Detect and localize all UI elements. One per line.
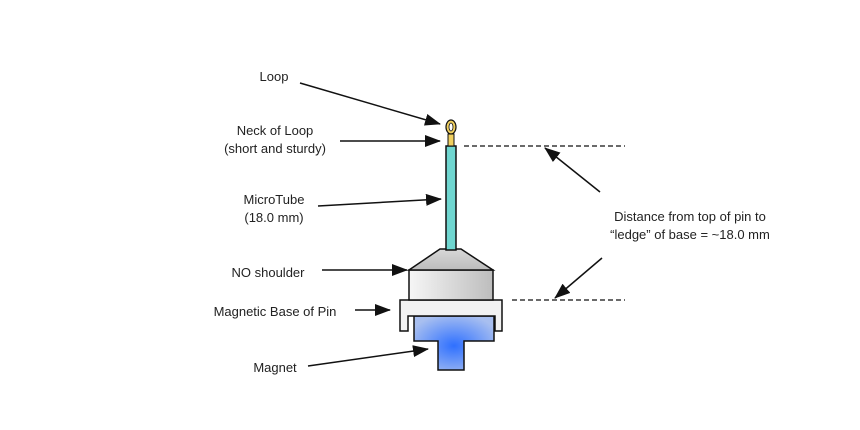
magnet-shape xyxy=(413,315,495,371)
cone-shape xyxy=(406,248,496,271)
distance-ledge-arrow xyxy=(554,257,603,299)
microtube-label-line1: MicroTube xyxy=(244,192,305,207)
magnet-label: Magnet xyxy=(253,360,297,375)
loop-label: Loop xyxy=(260,69,289,84)
distance-top-arrow xyxy=(544,147,601,193)
distance-label-line2: “ledge” of base = ~18.0 mm xyxy=(610,227,770,242)
neck-label-line2: (short and sturdy) xyxy=(224,141,326,156)
microtube-shape xyxy=(445,145,457,251)
loop-neck-shape xyxy=(447,133,455,147)
base-body-shape xyxy=(408,269,494,301)
microtube-label-line2: (18.0 mm) xyxy=(244,210,303,225)
microtube-arrow xyxy=(317,193,442,207)
loop-hole xyxy=(448,122,454,132)
base-label: Magnetic Base of Pin xyxy=(214,304,337,319)
neck-label-line1: Neck of Loop xyxy=(237,123,314,138)
loop-arrow xyxy=(299,82,441,126)
distance-label-line1: Distance from top of pin to xyxy=(614,209,766,224)
magnet-arrow xyxy=(307,345,429,367)
shoulder-label: NO shoulder xyxy=(232,265,306,280)
magnetic-base-shape xyxy=(399,299,503,332)
